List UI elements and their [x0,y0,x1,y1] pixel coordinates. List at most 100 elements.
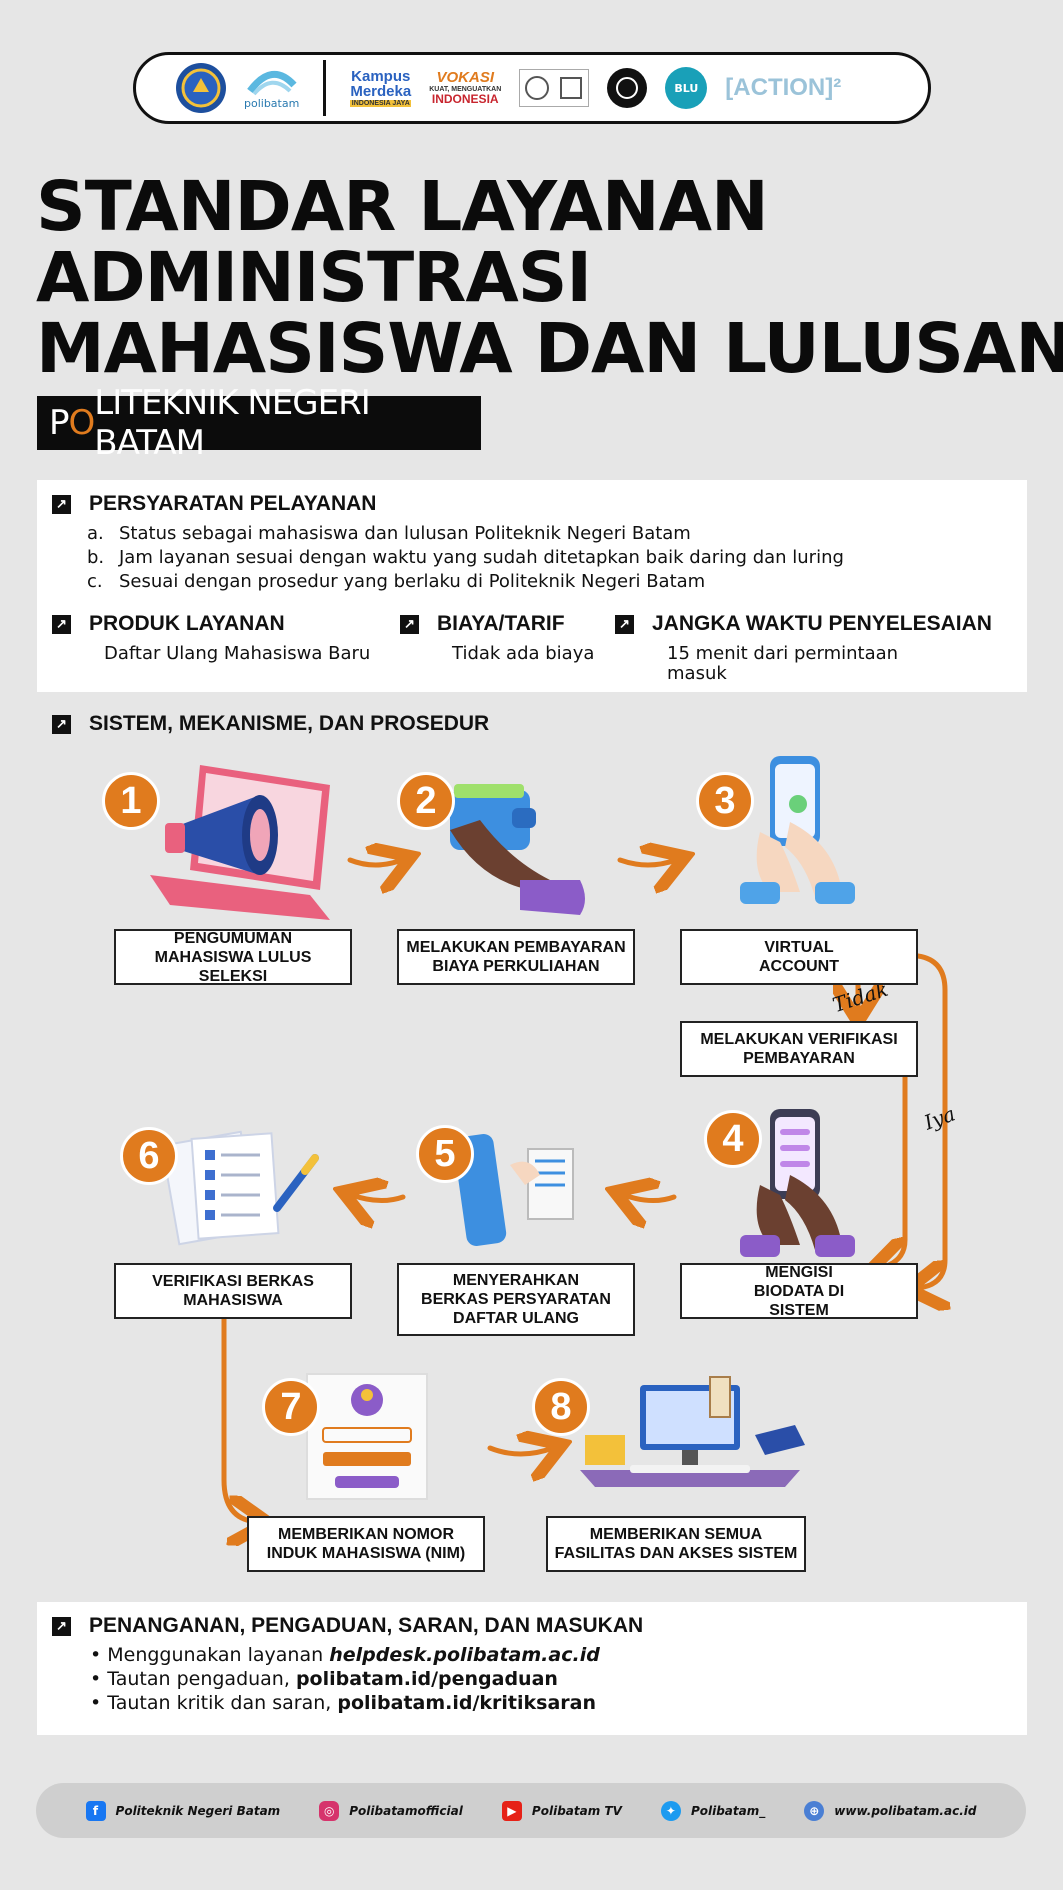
twitter-text: Polibatam_ [690,1803,766,1818]
handling-text-3: Tautan kritik dan saran, [107,1692,338,1714]
seal-logo [607,68,648,108]
social-footer: f Politeknik Negeri Batam ◎ Polibatamoff… [36,1783,1026,1838]
list-item: • Menggunakan layanan helpdesk.polibatam… [90,1644,600,1666]
cost-column: ↗ BIAYA/TARIF Tidak ada biaya [400,612,742,664]
requirements-list: a.Status sebagai mahasiswa dan lulusan P… [87,522,844,594]
arrow-up-right-icon: ↗ [400,614,419,634]
megaphone-laptop-illustration [150,765,330,920]
handling-panel [37,1602,1027,1735]
page-title: STANDAR LAYANAN ADMINISTRASI MAHASISWA D… [36,167,1063,389]
login-form-illustration [306,1373,428,1500]
arrow-up-right-icon: ↗ [52,494,71,514]
blu-logo: BLU [665,67,708,109]
subtitle-rest: LITEKNIK NEGERI BATAM [94,383,370,463]
step-6-label: VERIFIKASI BERKAS MAHASISWA [114,1263,352,1319]
polibatam-logo: polibatam [244,67,299,110]
handling-text-1: Menggunakan layanan [107,1644,330,1666]
step-5-label: MENYERAHKAN BERKAS PERSYARATAN DAFTAR UL… [397,1263,635,1336]
phone-hand-illustration [740,756,855,904]
youtube-icon: ▶ [501,1800,522,1821]
arrow-up-right-icon: ↗ [615,614,634,634]
cost-heading: ↗ BIAYA/TARIF [400,612,742,636]
instagram-text: Polibatamofficial [349,1803,463,1818]
title-line-2: ADMINISTRASI [36,238,592,318]
list-item: b. Jam layanan sesuai dengan waktu yang s… [87,546,844,570]
cost-value: Tidak ada biaya [452,643,595,664]
arrow-up-right-icon: ↗ [52,614,71,634]
handling-text-2: Tautan pengaduan, [107,1668,296,1690]
vokasi-logo: VOKASI KUAT, MENGUATKAN INDONESIA [429,70,501,106]
product-column: ↗ PRODUK LAYANAN Daftar Ulang Mahasiswa … [52,612,394,664]
vokasi-line1: VOKASI [436,69,494,87]
facebook-link[interactable]: f Politeknik Negeri Batam [85,1800,280,1821]
logo-divider [323,60,327,116]
time-column: ↗ JANGKA WAKTU PENYELESAIAN 15 menit dar… [615,612,992,684]
step-3-label: VIRTUAL ACCOUNT [680,929,918,985]
instagram-icon: ◎ [319,1800,340,1821]
twitter-link[interactable]: ✦ Polibatam_ [660,1800,766,1821]
step-badge: 5 [416,1125,474,1183]
complaint-link[interactable]: polibatam.id/pengaduan [295,1668,558,1690]
kampus-merdeka-logo: Kampus Merdeka INDONESIA JAYA [350,67,412,108]
phone-biodata-illustration [740,1109,855,1257]
polibatam-logo-text: polibatam [244,96,300,110]
product-heading: ↗ PRODUK LAYANAN [52,612,394,636]
step-8-label: MEMBERIKAN SEMUA FASILITAS DAN AKSES SIS… [546,1516,806,1572]
arrow-up-right-icon: ↗ [52,1616,71,1636]
vokasi-line2: KUAT, MENGUATKAN [429,85,502,93]
step-badge: 7 [262,1378,320,1436]
list-marker: a. [87,523,104,544]
wallet-hand-illustration [450,784,585,915]
product-value: Daftar Ulang Mahasiswa Baru [104,643,371,664]
youtube-link[interactable]: ▶ Polibatam TV [501,1800,622,1821]
time-heading: ↗ JANGKA WAKTU PENYELESAIAN [615,612,992,636]
subtitle-p: P [49,403,69,443]
kampus-merdeka-sub: INDONESIA JAYA [350,100,412,108]
title-line-1: STANDAR LAYANAN [36,167,769,247]
step-badge: 1 [102,772,160,830]
checklist-documents-illustration [165,1130,319,1246]
feedback-link[interactable]: polibatam.id/kritiksaran [337,1692,597,1714]
procedure-heading-text: SISTEM, MEKANISME, DAN PROSEDUR [89,712,490,735]
step-4-label: MENGISI BIODATA DI SISTEM [680,1263,918,1319]
blu-logo-text: BLU [674,81,699,95]
step-1-label: PENGUMUMAN MAHASISWA LULUS SELEKSI [114,929,352,985]
requirements-heading-text: PERSYARATAN PELAYANAN [89,492,377,515]
subtitle-accent-letter: O [68,403,96,443]
handling-heading: ↗ PENANGANAN, PENGADUAN, SARAN, DAN MASU… [52,1614,643,1638]
kampus-merdeka-line2: Merdeka [350,83,412,101]
document-handover-illustration [453,1134,574,1246]
kemdikbud-logo [176,63,226,113]
website-link[interactable]: ⊕ www.polibatam.ac.id [804,1800,976,1821]
handling-list: • Menggunakan layanan helpdesk.polibatam… [90,1643,600,1715]
procedure-heading: ↗ SISTEM, MEKANISME, DAN PROSEDUR [52,712,489,736]
title-line-3: MAHASISWA DAN LULUSAN [36,309,1063,389]
certification-logos [519,69,590,107]
list-item: • Tautan pengaduan, polibatam.id/pengadu… [90,1668,558,1690]
arrow-up-right-icon: ↗ [52,714,71,734]
step-badge: 4 [704,1110,762,1168]
product-heading-text: PRODUK LAYANAN [89,612,285,635]
workstation-graduation-illustration [580,1376,805,1487]
list-marker: c. [87,571,103,592]
requirements-heading: ↗ PERSYARATAN PELAYANAN [52,492,376,516]
youtube-text: Polibatam TV [531,1803,622,1818]
list-item: c.Sesuai dengan prosedur yang berlaku di… [87,570,844,594]
globe-icon: ⊕ [804,1800,825,1821]
kampus-merdeka-line1: Kampus [351,67,411,85]
step-badge: 2 [397,772,455,830]
step-badge: 6 [120,1127,178,1185]
instagram-link[interactable]: ◎ Polibatamofficial [319,1800,463,1821]
list-marker: b. [87,547,105,568]
list-text: Jam layanan sesuai dengan waktu yang sud… [119,547,844,568]
partner-logo-strip: polibatam Kampus Merdeka INDONESIA JAYA … [133,52,931,124]
time-value: 15 menit dari permintaan masuk [667,643,899,684]
handling-heading-text: PENANGANAN, PENGADUAN, SARAN, DAN MASUKA… [89,1614,644,1637]
step-2-label: MELAKUKAN PEMBAYARAN BIAYA PERKULIAHAN [397,929,635,985]
cost-heading-text: BIAYA/TARIF [437,612,565,635]
helpdesk-link[interactable]: helpdesk.polibatam.ac.id [329,1644,600,1666]
step-7-label: MEMBERIKAN NOMOR INDUK MAHASISWA (NIM) [247,1516,485,1572]
service-info-panel [37,480,1027,692]
verification-label: MELAKUKAN VERIFIKASI PEMBAYARAN [680,1021,918,1077]
